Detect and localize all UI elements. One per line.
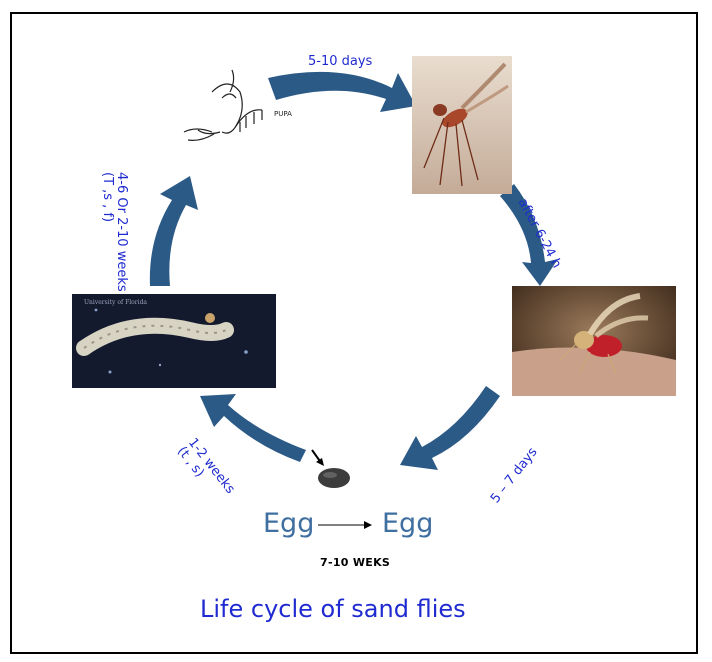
egg-right-label: Egg	[382, 508, 433, 539]
arrow-egg-to-larva	[200, 394, 306, 462]
arrow-feeding-to-egg	[400, 386, 500, 470]
label-pupa-to-adult: 5-10 days	[308, 54, 372, 69]
arrow-pupa-to-adult	[268, 72, 416, 112]
egg-duration-label: 7-10 WEKS	[320, 556, 390, 569]
diagram-title: Life cycle of sand flies	[200, 595, 466, 623]
egg-left-label: Egg	[263, 508, 314, 539]
label-larva-to-pupa-duration: 4-6 Or 2-10 weeks	[114, 172, 128, 292]
egg-duration-arrow	[318, 521, 372, 529]
adult-sandfly-photo	[412, 56, 512, 194]
larva-watermark: University of Florida	[84, 299, 147, 306]
pupa-illustration	[184, 70, 262, 140]
blood-feeding-photo	[512, 286, 676, 396]
larva-photo	[72, 294, 276, 388]
label-larva-to-pupa: 4-6 Or 2-10 weeks (T ,s , f)	[100, 172, 128, 292]
pupa-label: PUPA	[274, 110, 292, 118]
label-larva-to-pupa-factors: (T ,s , f)	[100, 172, 114, 292]
egg-illustration	[312, 450, 350, 488]
arrow-larva-to-pupa	[150, 176, 198, 286]
